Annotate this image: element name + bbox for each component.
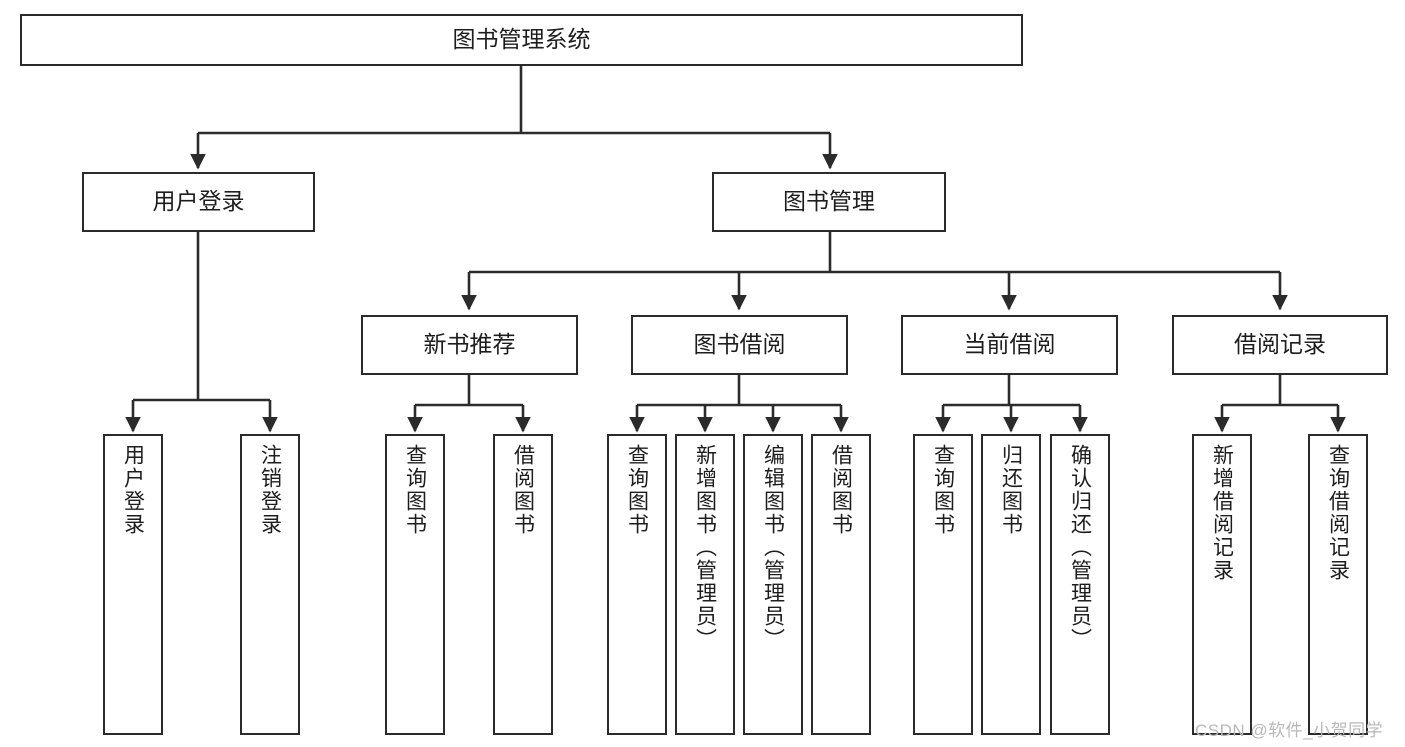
node-leaf-edit-book-admin[interactable]: 编辑图书（管理员） [743, 434, 803, 735]
node-leaf-recommend-query-book[interactable]: 查询图书 [385, 434, 445, 735]
node-new-book-recommend-label: 新书推荐 [423, 331, 516, 358]
node-current-borrow-label: 当前借阅 [963, 331, 1056, 358]
node-leaf-add-borrow-record[interactable]: 新增借阅记录 [1192, 434, 1252, 735]
node-leaf-current-query-book-label: 查询图书 [931, 444, 955, 536]
node-leaf-user-login-label: 用户登录 [121, 444, 145, 536]
node-leaf-recommend-borrow-book-label: 借阅图书 [511, 444, 535, 536]
node-new-book-recommend[interactable]: 新书推荐 [361, 315, 578, 375]
node-leaf-user-login[interactable]: 用户登录 [103, 434, 163, 735]
node-leaf-logout-label: 注销登录 [258, 444, 282, 536]
node-leaf-borrow-book[interactable]: 借阅图书 [811, 434, 871, 735]
node-user-login-label: 用户登录 [152, 188, 245, 215]
node-leaf-edit-book-admin-label: 编辑图书（管理员） [761, 444, 785, 651]
node-leaf-confirm-return-admin-label: 确认归还（管理员） [1068, 444, 1092, 651]
node-leaf-recommend-query-book-label: 查询图书 [403, 444, 427, 536]
node-user-login[interactable]: 用户登录 [82, 172, 315, 232]
node-leaf-return-book[interactable]: 归还图书 [981, 434, 1041, 735]
node-book-management[interactable]: 图书管理 [712, 172, 946, 232]
node-leaf-query-borrow-record[interactable]: 查询借阅记录 [1308, 434, 1368, 735]
node-leaf-borrow-query-book-label: 查询图书 [625, 444, 649, 536]
node-leaf-borrow-query-book[interactable]: 查询图书 [607, 434, 667, 735]
node-leaf-current-query-book[interactable]: 查询图书 [913, 434, 973, 735]
node-leaf-confirm-return-admin[interactable]: 确认归还（管理员） [1050, 434, 1110, 735]
node-leaf-query-borrow-record-label: 查询借阅记录 [1326, 444, 1350, 582]
node-borrow-record[interactable]: 借阅记录 [1172, 315, 1388, 375]
node-leaf-recommend-borrow-book[interactable]: 借阅图书 [493, 434, 553, 735]
node-leaf-add-book-admin[interactable]: 新增图书（管理员） [675, 434, 735, 735]
node-leaf-add-book-admin-label: 新增图书（管理员） [693, 444, 717, 651]
node-book-borrow-label: 图书借阅 [693, 331, 786, 358]
node-leaf-borrow-book-label: 借阅图书 [829, 444, 853, 536]
node-borrow-record-label: 借阅记录 [1234, 331, 1326, 358]
node-root-system[interactable]: 图书管理系统 [20, 14, 1023, 66]
node-leaf-logout[interactable]: 注销登录 [240, 434, 300, 735]
node-book-borrow[interactable]: 图书借阅 [631, 315, 848, 375]
node-current-borrow[interactable]: 当前借阅 [901, 315, 1118, 375]
node-book-management-label: 图书管理 [783, 188, 875, 215]
node-leaf-return-book-label: 归还图书 [999, 444, 1023, 536]
node-leaf-add-borrow-record-label: 新增借阅记录 [1210, 444, 1234, 582]
node-root-system-label: 图书管理系统 [452, 26, 591, 53]
